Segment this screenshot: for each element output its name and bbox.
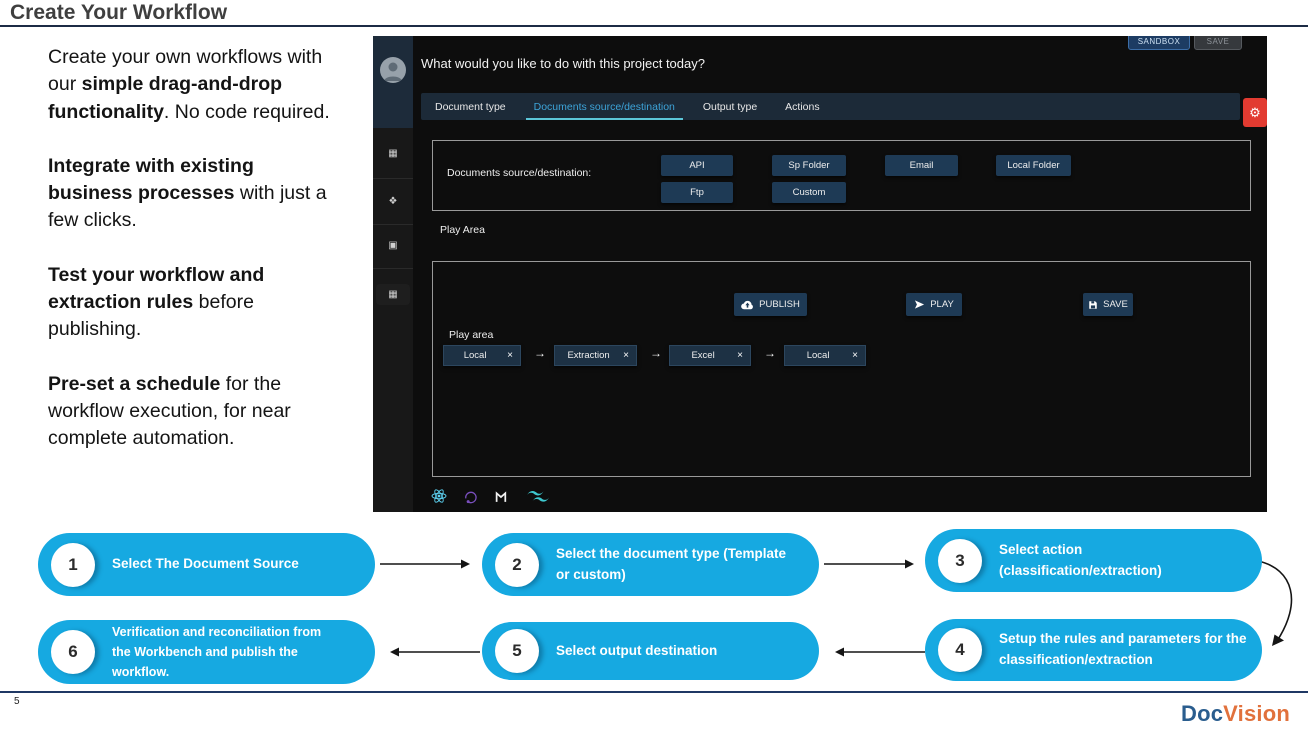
play-area-label: Play area: [449, 329, 494, 341]
page-number: 5: [14, 696, 20, 707]
step-6-pill: 6 Verification and reconciliation from t…: [38, 620, 375, 684]
chip-arrow-icon: →: [534, 346, 546, 360]
step-2-label: Select the document type (Template or cu…: [556, 545, 787, 582]
source-api-button[interactable]: API: [661, 155, 733, 176]
tab-document-type[interactable]: Document type: [435, 100, 506, 113]
publish-button[interactable]: PUBLISH: [734, 293, 807, 316]
step-3-pill: 3 Select action (classification/extracti…: [925, 529, 1262, 592]
step-2-number: 2: [495, 542, 539, 587]
source-local-folder-button[interactable]: Local Folder: [996, 155, 1071, 176]
mui-logo-icon: [495, 490, 507, 502]
play-icon: [915, 300, 925, 309]
close-icon[interactable]: ×: [737, 350, 743, 361]
intro-segment: with just a few clicks.: [48, 182, 327, 232]
logo-doc: Doc: [1181, 701, 1224, 726]
intro-segment: for the workflow execution, for near com…: [48, 372, 291, 450]
intro-paragraph: Test your workflow and extraction rules …: [48, 262, 330, 344]
source-sp-folder-button[interactable]: Sp Folder: [772, 155, 846, 176]
step-4-pill: 4 Setup the rules and parameters for the…: [925, 619, 1262, 681]
step-1-label: Select The Document Source: [112, 556, 299, 572]
source-ftp-button[interactable]: Ftp: [661, 182, 733, 203]
title-divider: [0, 25, 1308, 27]
step-4-label: Setup the rules and parameters for the c…: [999, 631, 1247, 667]
sidebar-divider: [373, 224, 413, 225]
intro-segment: . No code required.: [163, 100, 330, 123]
app-question: What would you like to do with this proj…: [421, 56, 705, 71]
app-sidebar: ▦ ❖ ▣ ▦: [373, 36, 413, 512]
workflow-chip-local-1[interactable]: Local ×: [443, 345, 521, 366]
step-5-pill: 5 Select output destination: [482, 622, 819, 680]
step-3-number: 3: [938, 538, 982, 583]
tailwind-logo-icon: [527, 490, 549, 502]
step-6-number: 6: [51, 630, 95, 674]
sidebar-grid-icon[interactable]: ▦: [388, 148, 398, 159]
play-area-heading: Play Area: [440, 224, 485, 236]
page-title: Create Your Workflow: [10, 1, 228, 24]
sidebar-workflow-icon[interactable]: ▦: [376, 284, 410, 305]
sidebar-divider: [373, 178, 413, 179]
sidebar-divider: [373, 268, 413, 269]
step-3-label: Select action (classification/extraction…: [999, 541, 1162, 578]
workflow-chip-extraction[interactable]: Extraction ×: [554, 345, 637, 366]
tech-stack-icons: [431, 487, 551, 505]
step-1-pill: 1 Select The Document Source: [38, 533, 375, 596]
close-icon[interactable]: ×: [507, 350, 513, 361]
close-icon[interactable]: ×: [623, 350, 629, 361]
play-button[interactable]: PLAY: [906, 293, 962, 316]
chip-arrow-icon: →: [650, 346, 662, 360]
settings-gear-button[interactable]: ⚙: [1243, 98, 1267, 127]
chip-arrow-icon: →: [764, 346, 776, 360]
sidebar-box-icon[interactable]: ▣: [388, 240, 398, 251]
tab-output-type[interactable]: Output type: [702, 100, 758, 113]
source-custom-button[interactable]: Custom: [772, 182, 846, 203]
person-icon: [384, 62, 402, 81]
bottom-divider: [0, 691, 1308, 693]
intro-paragraph: Create your own workflows with our simpl…: [48, 44, 330, 126]
app-screenshot: ▦ ❖ ▣ ▦ What would you like to do with t…: [373, 36, 1267, 512]
docvision-logo: DocVision: [1181, 701, 1290, 727]
intro-paragraph: Pre-set a schedule for the workflow exec…: [48, 371, 330, 453]
save-icon: [1089, 300, 1097, 309]
step-4-number: 4: [938, 628, 982, 672]
logo-vision: Vision: [1223, 701, 1290, 726]
avatar[interactable]: [380, 57, 406, 83]
source-destination-label: Documents source/destination:: [447, 167, 592, 179]
save-button[interactable]: SAVE: [1083, 293, 1133, 316]
intro-paragraph: Integrate with existing business process…: [48, 153, 330, 235]
intro-segment: Create your own workflows with our: [48, 46, 323, 96]
step-6-label: Verification and reconciliation from the…: [112, 625, 322, 679]
gear-icon: ⚙: [1249, 104, 1261, 120]
cloud-upload-icon: [741, 300, 754, 310]
intro-segment: simple drag-and-drop functionality: [48, 73, 283, 123]
active-tab-underline: [525, 118, 683, 120]
workflow-chip-excel[interactable]: Excel ×: [669, 345, 751, 366]
step-1-number: 1: [51, 542, 95, 587]
intro-segment: Pre-set a schedule: [48, 372, 221, 395]
play-area-panel: Play area PUBLISH PLAY: [432, 261, 1251, 477]
source-email-button[interactable]: Email: [885, 155, 958, 176]
intro-segment: Test your workflow and extraction rules: [48, 263, 265, 314]
tab-documents-source-destination[interactable]: Documents source/destination: [520, 93, 689, 120]
source-destination-panel: Documents source/destination: API Sp Fol…: [432, 140, 1251, 211]
step-2-pill: 2 Select the document type (Template or …: [482, 533, 819, 596]
sandbox-button[interactable]: SANDBOX: [1128, 36, 1190, 50]
redux-logo-icon: [465, 491, 477, 503]
workflow-chip-local-2[interactable]: Local ×: [784, 345, 866, 366]
intro-text: Create your own workflows with our simpl…: [48, 44, 330, 480]
step-5-number: 5: [495, 629, 539, 673]
tab-bar: Document type Documents source/destinati…: [421, 93, 1240, 120]
sidebar-layers-icon[interactable]: ❖: [388, 196, 398, 207]
save-top-button[interactable]: SAVE: [1194, 36, 1242, 50]
intro-segment: before publishing.: [48, 291, 254, 341]
intro-segment: Integrate with existing business process…: [48, 154, 254, 205]
tab-actions[interactable]: Actions: [785, 100, 820, 113]
react-logo-icon: [431, 489, 447, 503]
close-icon[interactable]: ×: [852, 350, 858, 361]
step-5-label: Select output destination: [556, 642, 718, 658]
